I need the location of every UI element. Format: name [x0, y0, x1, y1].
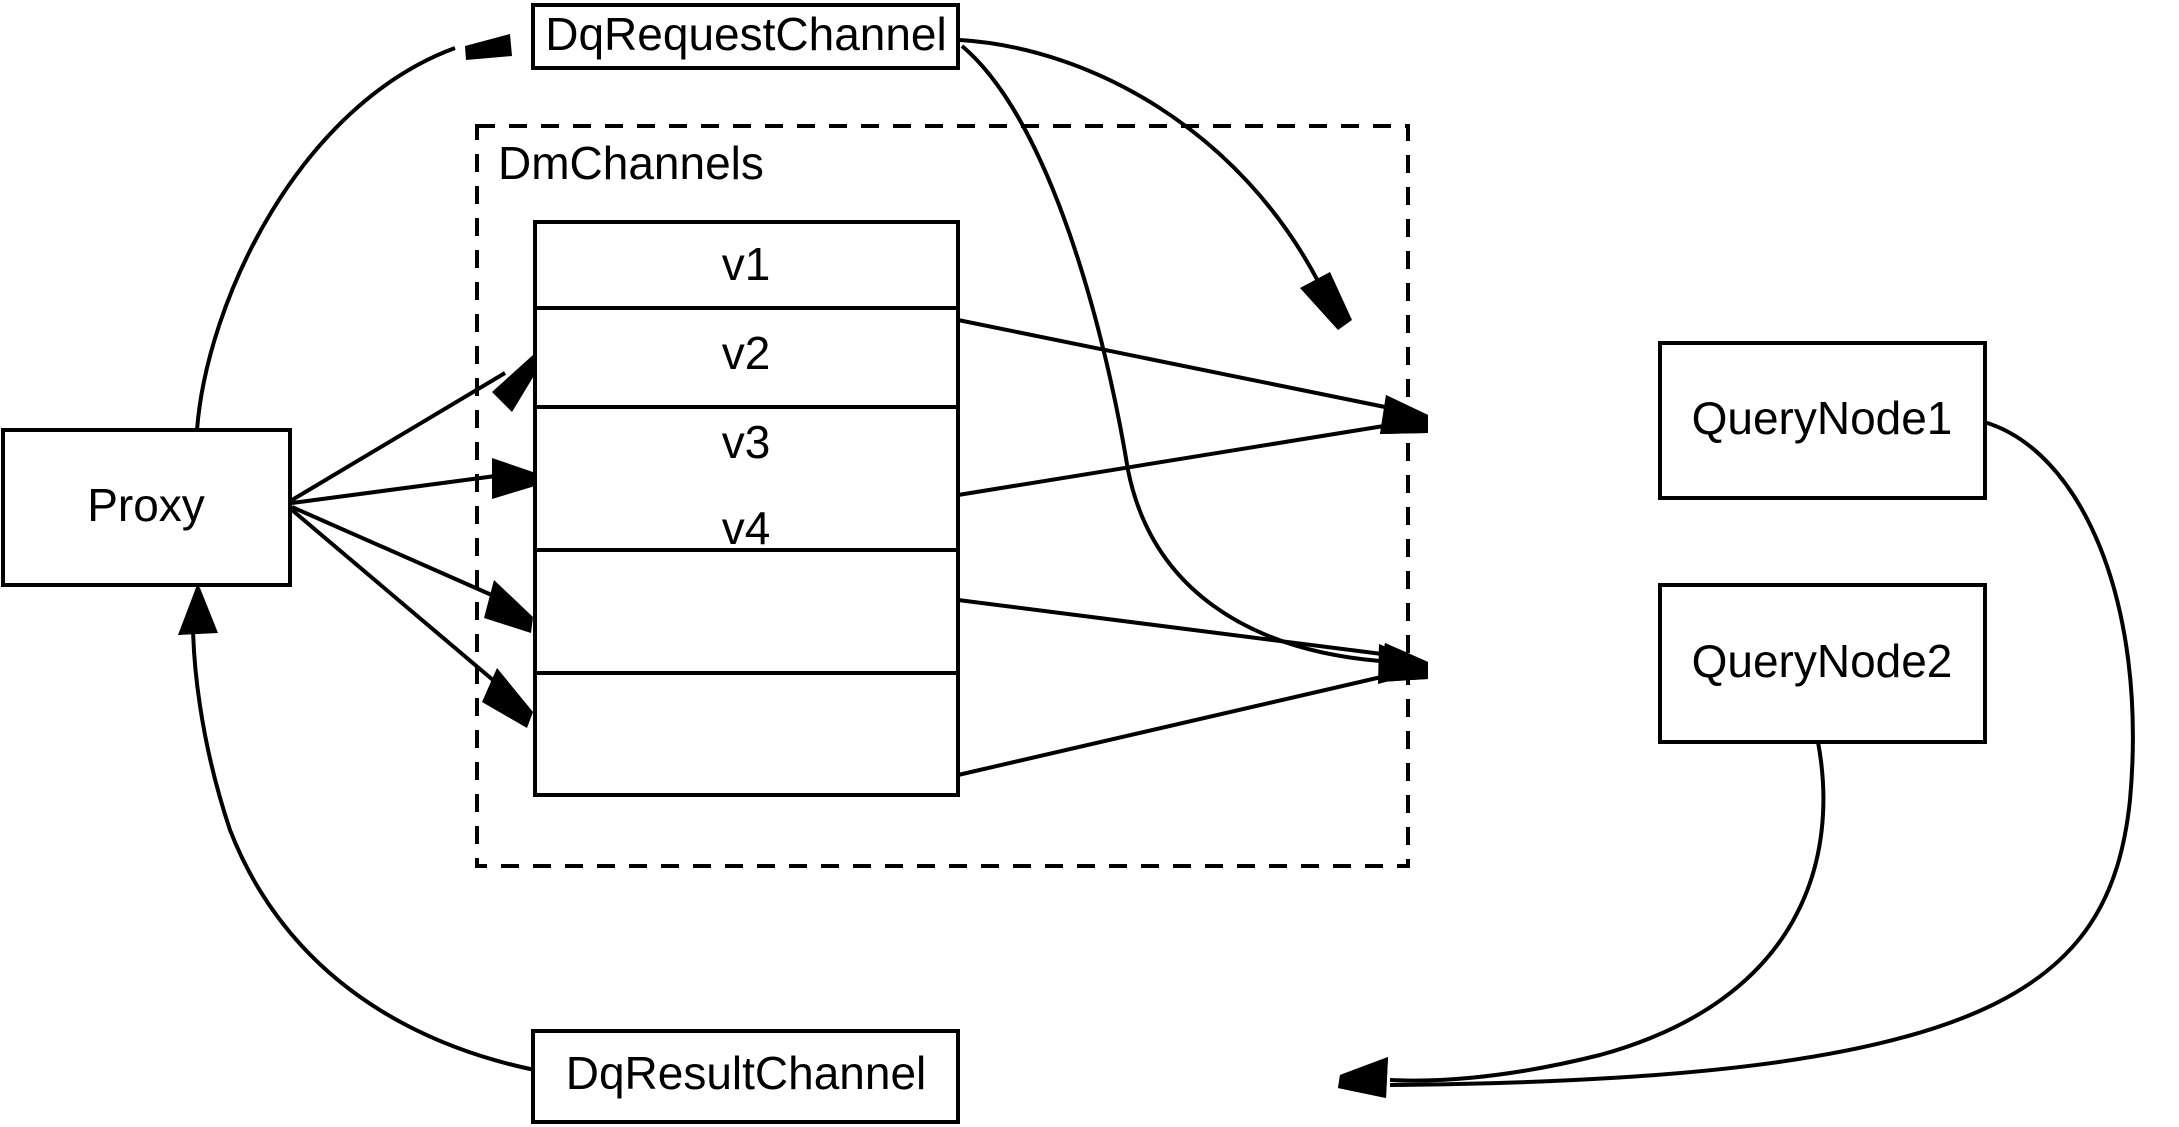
edge-proxy-to-dqrequestchannel	[195, 34, 512, 431]
arrowhead-icon	[1300, 272, 1352, 330]
edge-proxy-to-v4	[290, 508, 533, 728]
arrowhead-icon	[482, 668, 533, 728]
vchannel-row-v2-label[interactable]: v2	[722, 327, 771, 379]
edge-v4-to-querynode2	[957, 643, 1428, 777]
dq-request-channel-label: DqRequestChannel	[545, 8, 947, 60]
edge-querynode2-to-dqresultchannel	[1338, 741, 1826, 1098]
proxy-box[interactable]	[1, 428, 292, 587]
vchannel-table-outline	[533, 220, 960, 797]
edge-v2-to-querynode1	[957, 395, 1428, 497]
edge-dqrequestchannel-to-querynode1	[959, 38, 1352, 330]
edge-v3-to-querynode2	[957, 598, 1428, 682]
node-proxy[interactable]: Proxy	[1, 428, 292, 587]
node-dq-result-channel[interactable]: DqResultChannel	[531, 1029, 960, 1124]
arrowhead-icon	[1380, 395, 1428, 434]
vchannel-row-v4-label[interactable]: v4	[722, 502, 771, 554]
node-query-node-1[interactable]: QueryNode1	[1658, 341, 1987, 500]
query-node-1-box[interactable]	[1658, 341, 1987, 500]
node-query-node-2[interactable]: QueryNode2	[1658, 583, 1987, 744]
query-node-1-label: QueryNode1	[1692, 392, 1953, 444]
edge-dqrequestchannel-to-querynode2	[960, 44, 1424, 684]
vchannel-row-v3-label[interactable]: v3	[722, 416, 771, 468]
vchannel-row-v1-label[interactable]: v1	[722, 238, 771, 290]
dmchannels-group-label: DmChannels	[498, 137, 764, 189]
dq-result-channel-label: DqResultChannel	[566, 1047, 927, 1099]
edge-v1-to-querynode1	[957, 318, 1428, 434]
dmchannels-group-box	[475, 124, 1410, 868]
arrowhead-icon	[465, 34, 512, 60]
edge-proxy-to-v3	[291, 505, 533, 633]
arrowhead-icon	[484, 580, 533, 633]
dq-result-channel-box[interactable]	[531, 1029, 960, 1124]
query-node-2-box[interactable]	[1658, 583, 1987, 744]
edge-proxy-to-v2	[291, 458, 535, 505]
edge-querynode1-to-dqresultchannel	[1338, 420, 2135, 1098]
dq-request-channel-box[interactable]	[531, 3, 960, 70]
arrowhead-icon	[492, 355, 535, 412]
proxy-label: Proxy	[87, 479, 205, 531]
node-dq-request-channel[interactable]: DqRequestChannel	[531, 3, 960, 70]
arrowhead-icon	[492, 458, 535, 499]
arrowhead-icon	[1338, 1057, 1388, 1098]
dmchannels-rows-table: v1 v2 v3 v4	[533, 220, 960, 797]
arrowhead-icon	[178, 585, 218, 635]
edge-proxy-to-v1	[290, 355, 535, 502]
query-node-2-label: QueryNode2	[1692, 635, 1953, 687]
edge-dqresultchannel-to-proxy	[178, 585, 676, 1086]
arrowhead-icon	[1379, 643, 1428, 682]
